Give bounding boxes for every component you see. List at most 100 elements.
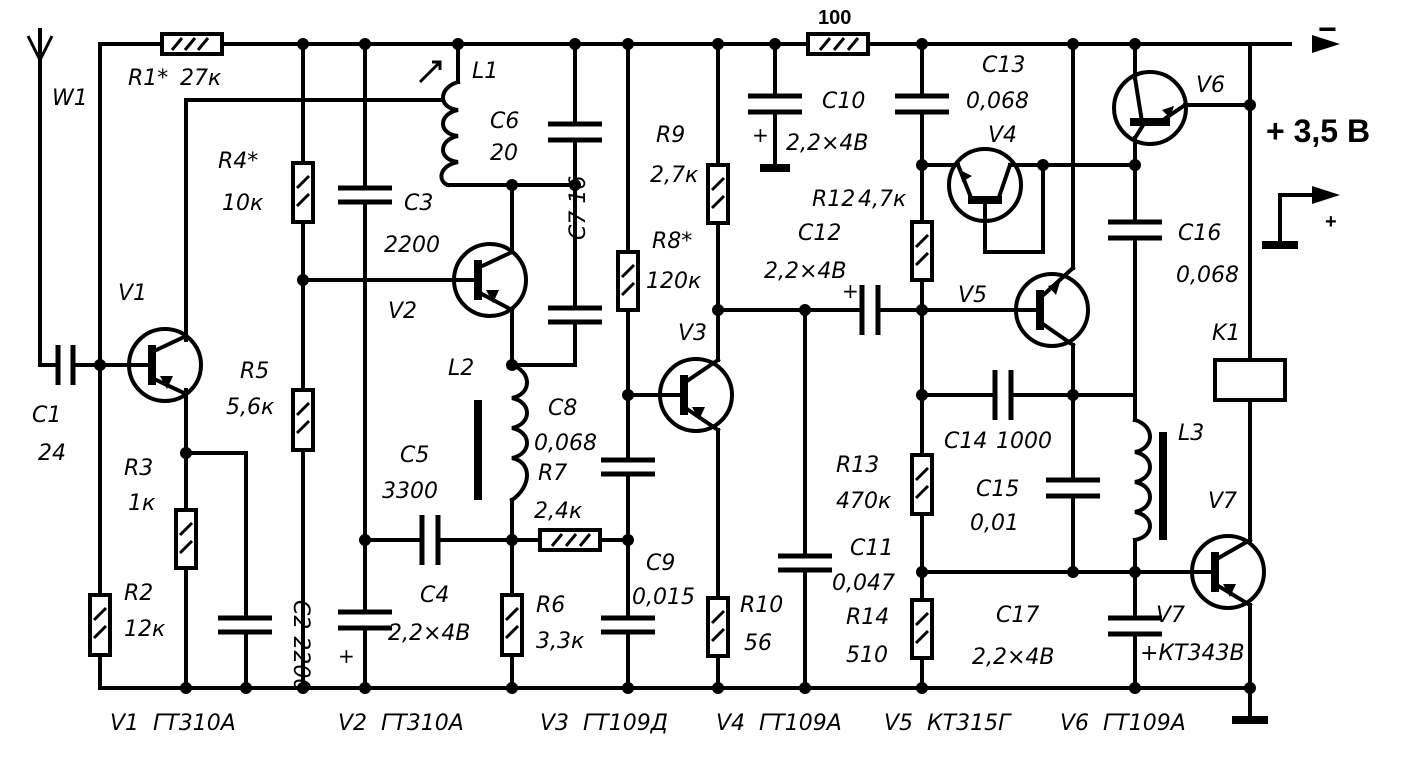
resistor-r6 [500, 593, 524, 657]
label-r3-name: R3 [124, 456, 153, 481]
label-c1-value: 24 [38, 441, 66, 466]
label-c6-value: 20 [490, 141, 518, 166]
label-c13-value: 0,068 [966, 89, 1029, 114]
transistor-v4 [947, 147, 1023, 223]
capacitor-c16 [1108, 219, 1162, 241]
inductor-l2 [474, 362, 529, 503]
label-r5-value: 5,6к [226, 395, 275, 420]
parts-list-item: V1 ГТ310А [110, 711, 236, 736]
label-r4-value: 10к [222, 191, 264, 216]
resistor-r12 [910, 220, 934, 282]
label-c2: C2 2200 [288, 600, 313, 692]
relay-k1 [1213, 358, 1287, 402]
label-c3-name: C3 [404, 191, 433, 216]
label-r-top-value: 100 [818, 7, 851, 29]
svg-text:+: + [752, 123, 769, 147]
label-v7: V7 [1208, 489, 1237, 514]
label-v3: V3 [678, 321, 707, 346]
label-v1: V1 [118, 281, 147, 306]
label-r10-value: 56 [744, 631, 772, 656]
capacitor-c12: + [842, 279, 881, 335]
label-c10-name: C10 [822, 89, 865, 114]
svg-text:+: + [842, 279, 859, 303]
parts-list: V1 ГТ310А V2 ГТ310А V3 ГТ109Д V4 ГТ109А … [110, 711, 1186, 736]
capacitor-c6 [548, 121, 602, 143]
parts-list-item: V3 ГТ109Д [540, 711, 668, 736]
label-c16-name: C16 [1178, 221, 1221, 246]
resistor-r5 [291, 388, 315, 452]
capacitor-c1 [55, 345, 76, 385]
label-c10-value: 2,2×4В [786, 131, 869, 156]
label-c5-value: 3300 [382, 479, 438, 504]
capacitor-c2 [218, 615, 272, 635]
label-c1-name: C1 [32, 403, 61, 428]
capacitor-c11 [778, 553, 832, 573]
transistor-v6 [1112, 70, 1188, 146]
label-c17-value: 2,2×4В [972, 645, 1055, 670]
label-r14-value: 510 [846, 643, 888, 668]
capacitor-c14 [992, 370, 1014, 420]
svg-text:+: + [338, 644, 355, 668]
label-v2: V2 [388, 299, 417, 324]
transistor-v1 [127, 327, 203, 403]
label-c3-value: 2200 [384, 233, 440, 258]
label-v6: V6 [1196, 73, 1225, 98]
label-r1-name: R1* [128, 66, 168, 91]
label-r7-name: R7 [538, 461, 567, 486]
label-r4-name: R4* [218, 149, 258, 174]
label-c14-name: C14 [944, 429, 987, 454]
parts-list-item: V6 ГТ109А [1060, 711, 1186, 736]
label-plus-output: + [1325, 211, 1337, 233]
label-c9-value: 0,015 [632, 585, 695, 610]
label-r10-name: R10 [740, 593, 783, 618]
resistor-r2 [88, 593, 112, 657]
label-r5-name: R5 [240, 359, 269, 384]
label-c7: C7 16 [566, 176, 591, 240]
label-k1: K1 [1212, 321, 1240, 346]
label-c6-name: C6 [490, 109, 519, 134]
resistor-r7 [538, 528, 602, 552]
label-c14-value: 1000 [996, 429, 1052, 454]
transistor-v5 [1013, 265, 1090, 348]
label-c4-value: 2,2×4В [388, 621, 471, 646]
junction-dots [94, 38, 1256, 694]
capacitor-c9 [601, 615, 655, 635]
label-c8-name: C8 [548, 396, 577, 421]
capacitor-c17 [1108, 615, 1162, 637]
label-r9-value: 2,7к [650, 163, 699, 188]
label-r8-name: R8* [652, 229, 692, 254]
label-v7-note-name: V7 [1156, 603, 1185, 628]
label-c15-value: 0,01 [970, 511, 1019, 536]
parts-list-item: V5 КТ315Г [884, 711, 1012, 736]
label-c16-value: 0,068 [1176, 263, 1239, 288]
label-r13-value: 470к [836, 489, 892, 514]
label-r14-name: R14 [846, 605, 889, 630]
label-r1-value: 27к [180, 66, 222, 91]
arrow-plus-output [1312, 186, 1340, 204]
resistor-r3 [174, 508, 198, 570]
labels: W1 R1* 27к 100 − + 3,5 В + R4* 10к C3 22… [32, 7, 1370, 692]
label-c12-value: 2,2×4В [764, 259, 847, 284]
label-w1: W1 [52, 86, 88, 111]
capacitor-c10: + [748, 93, 802, 147]
label-r2-name: R2 [124, 581, 153, 606]
label-l3: L3 [1178, 421, 1204, 446]
capacitor-c13 [895, 93, 949, 115]
label-r6-name: R6 [536, 593, 565, 618]
resistor-r13 [910, 453, 934, 516]
parts-list-item: V4 ГТ109А [716, 711, 842, 736]
capacitor-c15 [1046, 477, 1100, 499]
resistor-r14 [910, 598, 934, 660]
label-c9-name: C9 [646, 551, 675, 576]
resistor-r9 [706, 163, 730, 225]
transistor-v2 [452, 242, 528, 318]
capacitor-c3 [338, 185, 392, 205]
transistor-v7 [1190, 534, 1266, 610]
label-c5-name: C5 [400, 443, 429, 468]
capacitor-c4: + [338, 609, 392, 668]
label-c12-name: C12 [798, 221, 841, 246]
resistor-r8 [616, 250, 640, 312]
label-r12-name: R12 [812, 187, 855, 212]
label-l2: L2 [448, 356, 474, 381]
